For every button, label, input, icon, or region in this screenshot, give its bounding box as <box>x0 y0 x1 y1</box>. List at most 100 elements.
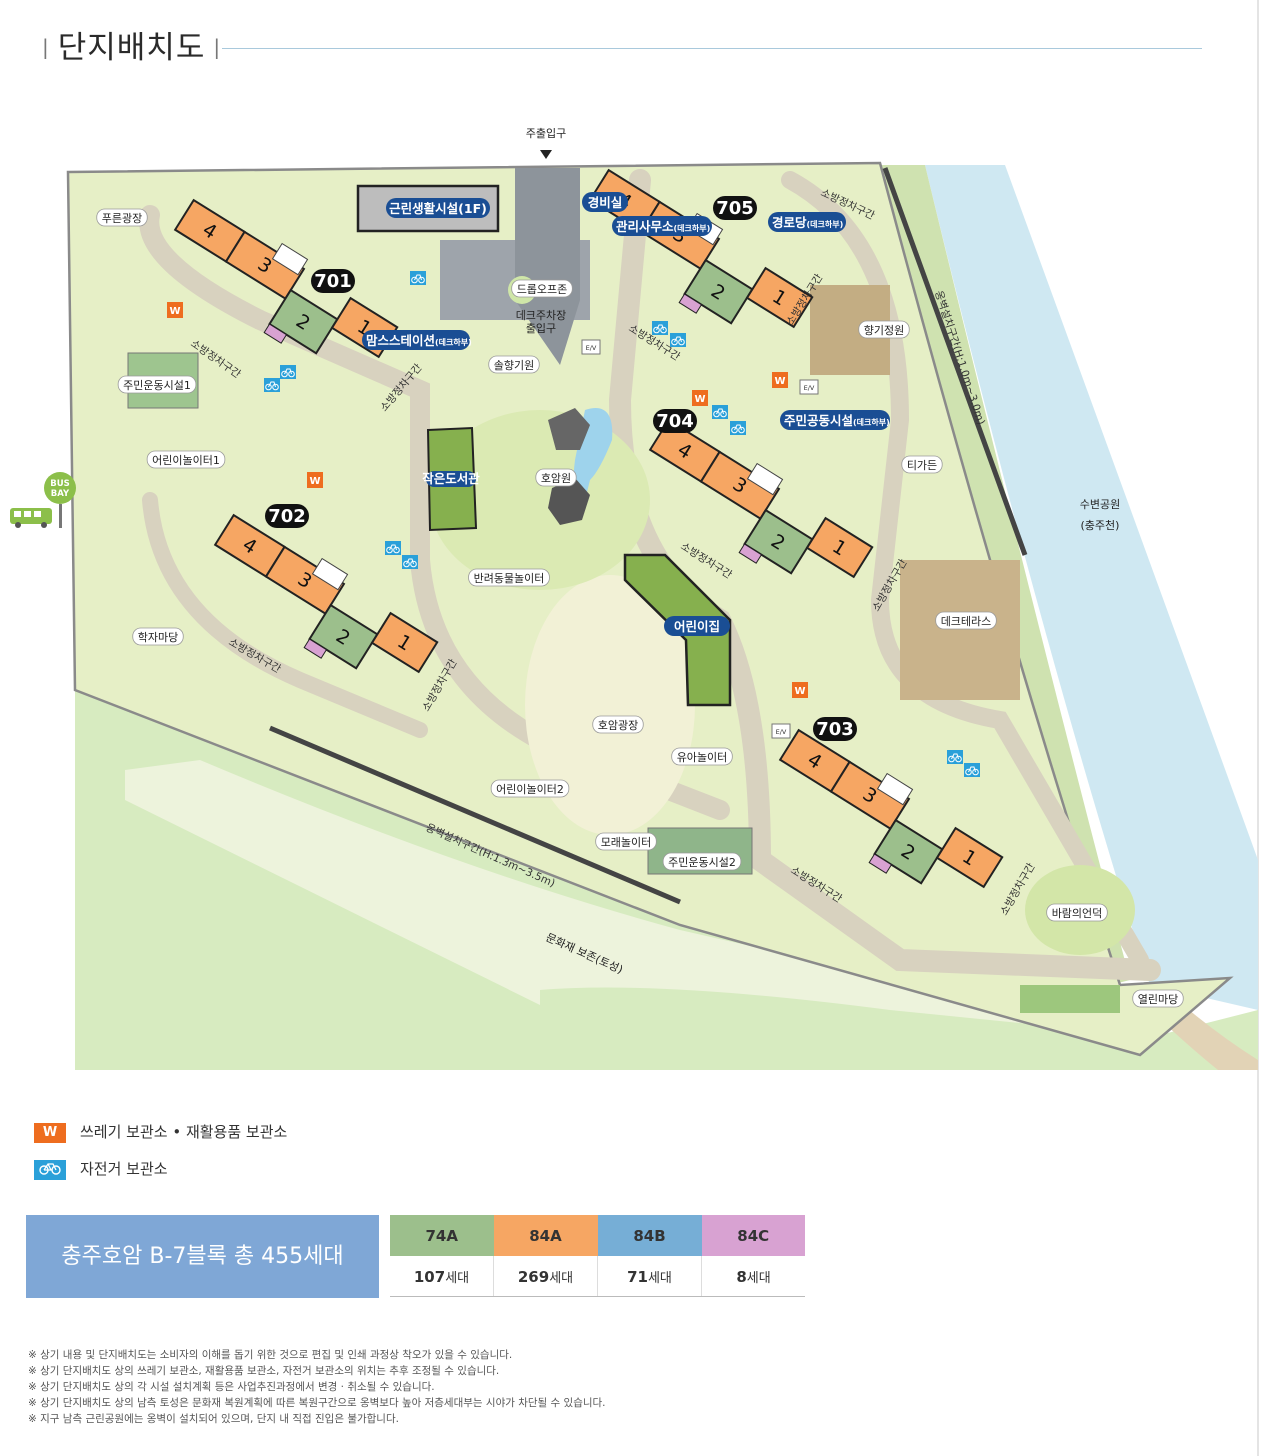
dong-unit <box>935 826 1004 889</box>
bus-bay-sign: BUS BAY <box>44 472 76 528</box>
unit-type-84a: 84A <box>493 1215 598 1256</box>
building-number-tag[interactable]: 705 <box>713 196 757 220</box>
unit-84c <box>263 323 288 344</box>
svg-text:E/V: E/V <box>586 344 597 352</box>
title-divider <box>222 48 1202 49</box>
bicycle-icon <box>670 333 686 347</box>
svg-text:모래놀이터: 모래놀이터 <box>601 836 652 849</box>
library-label[interactable]: 작은도서관 <box>422 471 480 487</box>
dong-unit <box>224 230 306 301</box>
elevator-core <box>271 242 309 276</box>
guard-label[interactable]: 경비실 <box>582 192 628 212</box>
note-line: ※ 상기 단지배치도 상의 쓰레기 보관소, 재활용품 보관소, 자전거 보관소… <box>28 1365 500 1377</box>
note-line: ※ 상기 단지배치도 상의 남측 토성은 문화재 복원계획에 따른 복원구간으로… <box>28 1397 606 1409</box>
note-line: ※ 지구 남측 근린공원에는 옹벽이 설치되어 있으며, 단지 내 직접 진입은… <box>28 1413 399 1425</box>
senior-label[interactable]: 경로당(데크하부) <box>768 212 846 232</box>
note-line: ※ 상기 내용 및 단지배치도는 소비자의 이해를 돕기 위한 것으로 편집 및… <box>28 1349 513 1361</box>
bicycle-icon <box>280 365 296 379</box>
svg-text:근린생활시설(1F): 근린생활시설(1F) <box>389 201 487 216</box>
lake-garden-label: 호암원 <box>535 468 577 487</box>
dong-unit <box>743 508 814 575</box>
heritage-strip <box>125 760 1040 1025</box>
svg-text:어린이놀이터1: 어린이놀이터1 <box>152 454 220 467</box>
ev-mark: E/V <box>799 379 819 395</box>
community-label[interactable]: 주민공동시설(데크하부) <box>780 410 890 430</box>
bicycle-icon <box>402 555 418 569</box>
svg-text:바람의언덕: 바람의언덕 <box>1052 907 1103 920</box>
building-number-badge <box>713 196 757 220</box>
bicycle-icon <box>264 378 280 392</box>
open-yard-field <box>1020 985 1120 1013</box>
dong-unit <box>805 516 874 579</box>
unit-type-header-row: 74A 84A 84B 84C <box>390 1215 805 1256</box>
toddler-label: 유아놀이터 <box>671 747 733 766</box>
svg-text:W: W <box>169 306 180 317</box>
kids2-label: 어린이놀이터2 <box>490 779 570 798</box>
svg-text:티가든: 티가든 <box>907 459 937 472</box>
building-number: 701 <box>314 271 352 292</box>
daycare-label[interactable]: 어린이집 <box>664 616 730 636</box>
waste-icon: W <box>34 1122 66 1143</box>
bus-icon <box>10 508 52 528</box>
dong-unit <box>683 258 754 325</box>
bicycle-icon <box>947 750 963 764</box>
building-number-tag[interactable]: 704 <box>653 409 697 433</box>
unit-84c <box>303 638 328 659</box>
shops-label[interactable]: 근린생활시설(1F) <box>386 198 490 218</box>
building-number-tag[interactable]: 702 <box>265 504 309 528</box>
svg-text:W: W <box>774 376 785 387</box>
svg-text:학자마당: 학자마당 <box>138 631 178 644</box>
unit-count-row: 107세대 269세대 71세대 8세대 <box>390 1256 805 1297</box>
sports2-label: 주민운동시설2 <box>662 852 742 871</box>
entrance-arrow-icon <box>540 150 552 159</box>
svg-text:푸른광장: 푸른광장 <box>102 212 142 225</box>
unit-84c <box>738 543 763 564</box>
rock-hill <box>548 408 590 450</box>
bicycle-icon <box>410 271 426 285</box>
waste-icon: W <box>167 302 183 318</box>
building-number: 705 <box>716 198 754 219</box>
office-label[interactable]: 관리사무소(데크하부) <box>612 216 712 236</box>
building-number-badge <box>311 269 355 293</box>
svg-text:어린이집: 어린이집 <box>674 619 720 634</box>
svg-text:작은도서관: 작은도서관 <box>422 471 480 486</box>
moms-label[interactable]: 맘스스테이션(데크하부) <box>362 330 472 350</box>
bicycle-icon <box>385 541 401 555</box>
svg-text:W: W <box>309 476 320 487</box>
unit-type-84b: 84B <box>597 1215 702 1256</box>
hoam-square-lawn <box>525 575 695 835</box>
building-number-tag[interactable]: 703 <box>813 717 857 741</box>
svg-text:향기정원: 향기정원 <box>864 324 904 337</box>
elevator-core <box>311 557 349 591</box>
svg-text:호암광장: 호암광장 <box>598 719 638 732</box>
building-number-tag[interactable]: 701 <box>311 269 355 293</box>
waste-icon: W <box>772 372 788 388</box>
unit-84c <box>678 293 703 314</box>
south-wall <box>269 725 681 905</box>
svg-text:E/V: E/V <box>804 384 815 392</box>
page-title: |단지배치도| <box>42 30 222 66</box>
svg-text:솔향기원: 솔향기원 <box>494 359 534 372</box>
sand-label: 모래놀이터 <box>595 832 657 851</box>
svg-text:유아놀이터: 유아놀이터 <box>677 751 728 764</box>
svg-text:맘스스테이션(데크하부): 맘스스테이션(데크하부) <box>366 333 472 348</box>
bicycle-icon <box>964 763 980 777</box>
river <box>925 165 1258 1010</box>
household-summary: 충주호암 B-7블록 총 455세대 <box>26 1215 379 1298</box>
sports1-label: 주민운동시설1 <box>117 375 197 394</box>
page-edge-line <box>1257 0 1259 1456</box>
svg-text:주민공동시설(데크하부): 주민공동시설(데크하부) <box>784 413 890 428</box>
unit-type-74a: 74A <box>390 1215 494 1256</box>
building-number-badge <box>813 717 857 741</box>
dong-unit <box>745 266 814 329</box>
svg-text:반려동물놀이터: 반려동물놀이터 <box>474 572 545 585</box>
place-labels: 푸른광장 주민운동시설1 어린이놀이터1 학자마당 솔향기원 드롭오프존 호암원… <box>96 208 1184 1008</box>
tea-label: 티가든 <box>901 455 943 474</box>
waste-icon: W <box>307 472 323 488</box>
scholar-label: 학자마당 <box>132 627 184 646</box>
